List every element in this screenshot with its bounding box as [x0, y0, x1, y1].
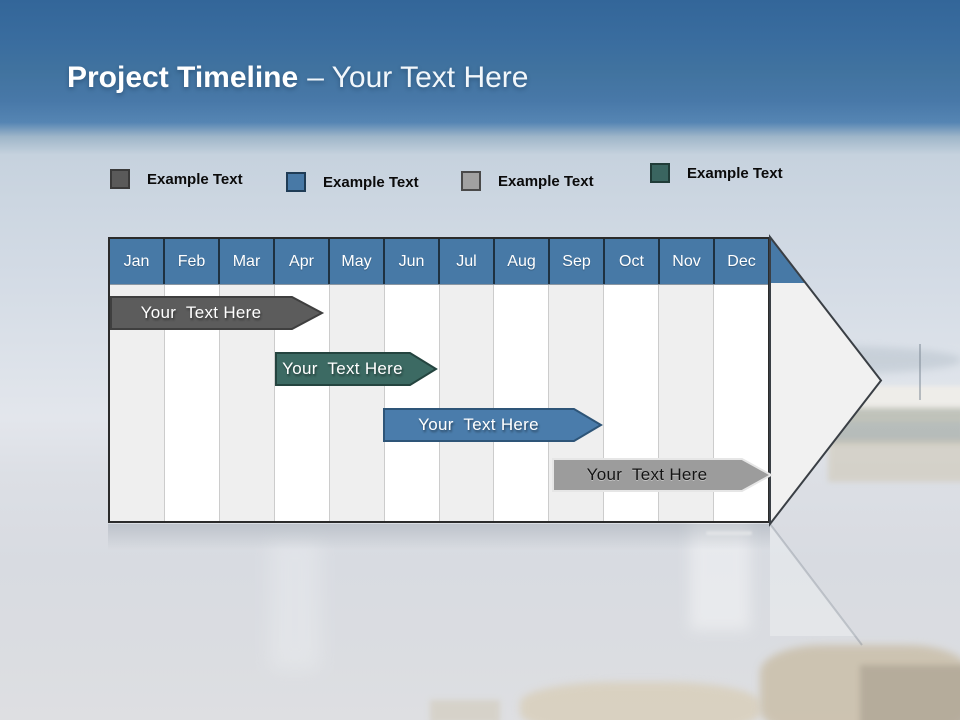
task-arrow-1: Your Text Here — [110, 296, 325, 330]
month-cell-apr: Apr — [275, 239, 330, 284]
month-cell-sep: Sep — [550, 239, 605, 284]
legend-item-2: Example Text — [286, 172, 419, 192]
month-cell-jun: Jun — [385, 239, 440, 284]
month-cell-jul: Jul — [440, 239, 495, 284]
slide-title: Project Timeline– Your Text Here — [67, 60, 528, 96]
task-label: Your Text Here — [418, 415, 539, 434]
legend-item-4: Example Text — [650, 163, 783, 183]
task-arrow-shape — [110, 296, 325, 330]
legend-item-3: Example Text — [461, 171, 594, 191]
month-column — [493, 239, 549, 521]
task-label: Your Text Here — [140, 303, 262, 322]
task-arrow-4: Your Text Here — [552, 458, 774, 492]
month-cell-mar: Mar — [220, 239, 275, 284]
task-arrow-shape — [383, 408, 603, 442]
legend-label: Example Text — [687, 164, 783, 182]
month-column — [438, 239, 494, 521]
month-cell-jan: Jan — [110, 239, 165, 284]
month-cell-dec: Dec — [727, 252, 756, 270]
task-arrow-2: Your Text Here — [275, 352, 438, 386]
month-columns-grid — [110, 239, 769, 521]
month-cell-oct: Oct — [605, 239, 660, 284]
month-cell-aug: Aug — [495, 239, 550, 284]
legend-label: Example Text — [147, 170, 243, 188]
legend-swatch-icon — [286, 172, 306, 192]
task-label: Your Text Here — [282, 359, 403, 378]
month-cell-nov: Nov — [660, 239, 715, 284]
legend-swatch-icon — [650, 163, 670, 183]
month-column — [163, 239, 219, 521]
legend-label: Example Text — [498, 172, 594, 190]
legend-swatch-icon — [461, 171, 481, 191]
legend-item-1: Example Text — [110, 169, 243, 189]
arrowhead-reflection — [769, 523, 863, 646]
timeline-arrowhead — [769, 234, 883, 527]
slide-title-secondary: – Your Text Here — [307, 61, 529, 94]
month-column — [110, 239, 164, 521]
month-column — [218, 239, 274, 521]
legend-swatch-icon — [110, 169, 130, 189]
month-cell-feb: Feb — [165, 239, 220, 284]
month-cell-may: May — [330, 239, 385, 284]
chart-reflection — [108, 524, 770, 550]
task-arrow-shape — [552, 458, 774, 492]
task-arrow-3: Your Text Here — [383, 408, 603, 442]
legend-label: Example Text — [323, 173, 419, 191]
slide-title-primary: Project Timeline — [67, 61, 299, 94]
task-label: Your Text Here — [586, 465, 708, 484]
task-arrow-shape — [275, 352, 438, 386]
